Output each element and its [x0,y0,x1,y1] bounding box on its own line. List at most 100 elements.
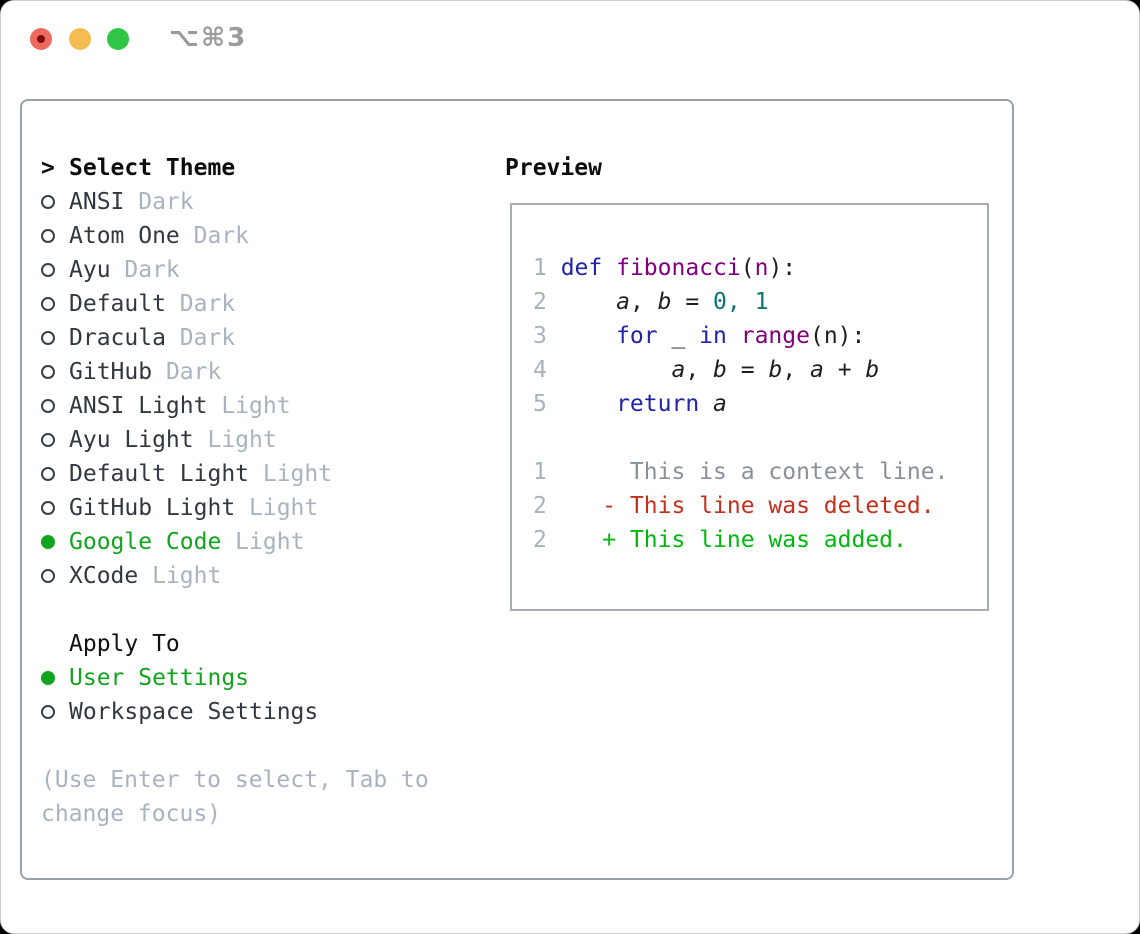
code-segment [602,255,616,281]
keyboard-hint: (Use Enter to select, Tab to change focu… [41,767,429,827]
code-segment: a [616,289,630,315]
code-segment [561,323,616,349]
marker-cell [41,229,69,243]
code-segment: , [782,357,810,383]
titlebar: ⌥⌘3 [1,1,1139,77]
theme-item[interactable]: GitHub Dark [41,355,441,389]
diff-preview-block: 1 This is a context line.2 - This line w… [533,455,987,557]
window-title: ⌥⌘3 [169,23,248,53]
marker-cell [41,399,69,413]
item-label: ANSI [69,189,125,215]
code-segment: def [560,255,603,281]
code-segment: b [865,357,880,383]
code-segment: , [629,289,658,315]
focus-caret-icon: > [41,155,55,181]
apply-to-heading-row: Apply To [41,627,441,661]
preview-line: 2 - This line was deleted. [533,489,987,523]
marker-cell [41,501,69,515]
close-button[interactable] [30,28,52,50]
item-label: Default Light [69,461,250,487]
code-segment: in [699,323,727,349]
item-label: GitHub [69,359,153,385]
code-segment: This is a context line. [560,459,949,485]
select-theme-heading-row: > Select Theme [41,151,441,185]
preview-line: 4 a, b = b, a + b [533,353,987,387]
code-segment [561,357,672,383]
item-variant-tag: Dark [152,359,222,385]
line-number: 5 [533,391,547,417]
item-label: ANSI Light [69,393,208,419]
radio-icon [41,399,55,413]
item-variant-tag: Light [221,529,305,555]
item-label: Dracula [69,325,166,351]
marker-cell [41,195,69,209]
code-segment: a [713,391,727,417]
code-segment: n [754,255,769,281]
code-segment: range [740,323,810,349]
item-label: Ayu [69,257,111,283]
code-segment: + This line was added. [602,527,907,553]
select-theme-heading: Select Theme [69,155,236,181]
line-number: 2 [533,493,547,519]
theme-item[interactable]: GitHub Light Light [41,491,441,525]
apply-to-option[interactable]: Workspace Settings [41,695,441,729]
marker-cell [41,365,69,379]
theme-item[interactable]: ANSI Dark [41,185,441,219]
item-variant-tag: Light [249,461,333,487]
code-segment [561,391,616,417]
radio-icon [41,501,55,515]
radio-icon [41,195,55,209]
spacer [41,593,441,627]
zoom-button[interactable] [107,28,129,50]
code-segment: b [768,357,783,383]
code-segment: (n): [809,323,866,349]
code-segment [561,527,603,553]
item-label: Ayu Light [69,427,194,453]
theme-item[interactable]: ANSI Light Light [41,389,441,423]
theme-item[interactable]: Ayu Light Light [41,423,441,457]
item-variant-tag: Light [207,393,291,419]
item-label: GitHub Light [69,495,236,521]
code-segment: = [726,357,769,383]
item-variant-tag: Dark [110,257,180,283]
marker-cell [41,467,69,481]
radio-selected-icon [41,671,55,685]
theme-item[interactable]: Google Code Light [41,525,441,559]
code-segment: - This line was deleted. [602,493,935,519]
theme-item[interactable]: Default Dark [41,287,441,321]
theme-item[interactable]: Ayu Dark [41,253,441,287]
theme-item[interactable]: XCode Light [41,559,441,593]
preview-line: 5 return a [533,387,987,421]
marker-cell [41,535,69,549]
radio-icon [41,297,55,311]
focus-marker-cell: > [41,155,69,181]
minimize-button[interactable] [69,28,91,50]
item-variant-tag: Dark [179,223,250,249]
line-number: 4 [533,357,547,383]
code-segment: fibonacci [616,255,741,281]
code-segment: ( [740,255,755,281]
radio-icon [41,433,55,447]
code-segment: , [685,357,714,383]
radio-icon [41,467,55,481]
preview-line: 1 This is a context line. [533,455,987,489]
apply-to-option[interactable]: User Settings [41,661,441,695]
item-variant-tag: Light [138,563,222,589]
code-segment: 0, 1 [713,289,769,315]
theme-item[interactable]: Atom One Dark [41,219,441,253]
theme-item[interactable]: Default Light Light [41,457,441,491]
theme-item[interactable]: Dracula Dark [41,321,441,355]
code-segment: = [671,289,714,315]
item-label: User Settings [69,665,250,691]
item-label: Default [69,291,166,317]
radio-icon [41,331,55,345]
spacer [41,729,441,763]
marker-cell [41,297,69,311]
radio-icon [41,229,55,243]
